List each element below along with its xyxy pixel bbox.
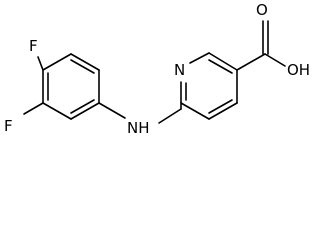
fluorine-top-label: F [29,37,38,55]
double-bond-inner [208,99,233,114]
bond [70,53,100,71]
hydroxyl-label: OH [287,61,310,79]
pyridine-ring [180,52,238,120]
bond [180,102,210,120]
bond [42,53,72,71]
double-bond-inner [70,99,95,114]
carboxylic-acid-group [236,20,286,71]
nh-c-bond [158,108,182,124]
fluorine-left-label: F [4,117,13,135]
c-f-bond-top [37,56,44,71]
bond [208,102,238,120]
bond [208,52,238,71]
molecule-diagram: F F NH N O OH [4,1,310,137]
c-oh-bond [264,53,286,67]
bond [189,52,210,64]
c-nh-bond [98,102,126,119]
pyridine-n-label: N [174,61,185,79]
difluorophenyl-ring [42,53,100,120]
carbonyl-o-label: O [256,1,268,19]
ring-carboxyl-bond [236,53,266,71]
bond [70,102,100,120]
double-bond-inner [70,59,95,74]
c-f-bond-left [23,102,44,115]
double-bond-inner [208,59,233,74]
nh-label: NH [127,119,150,137]
bond [42,102,72,120]
